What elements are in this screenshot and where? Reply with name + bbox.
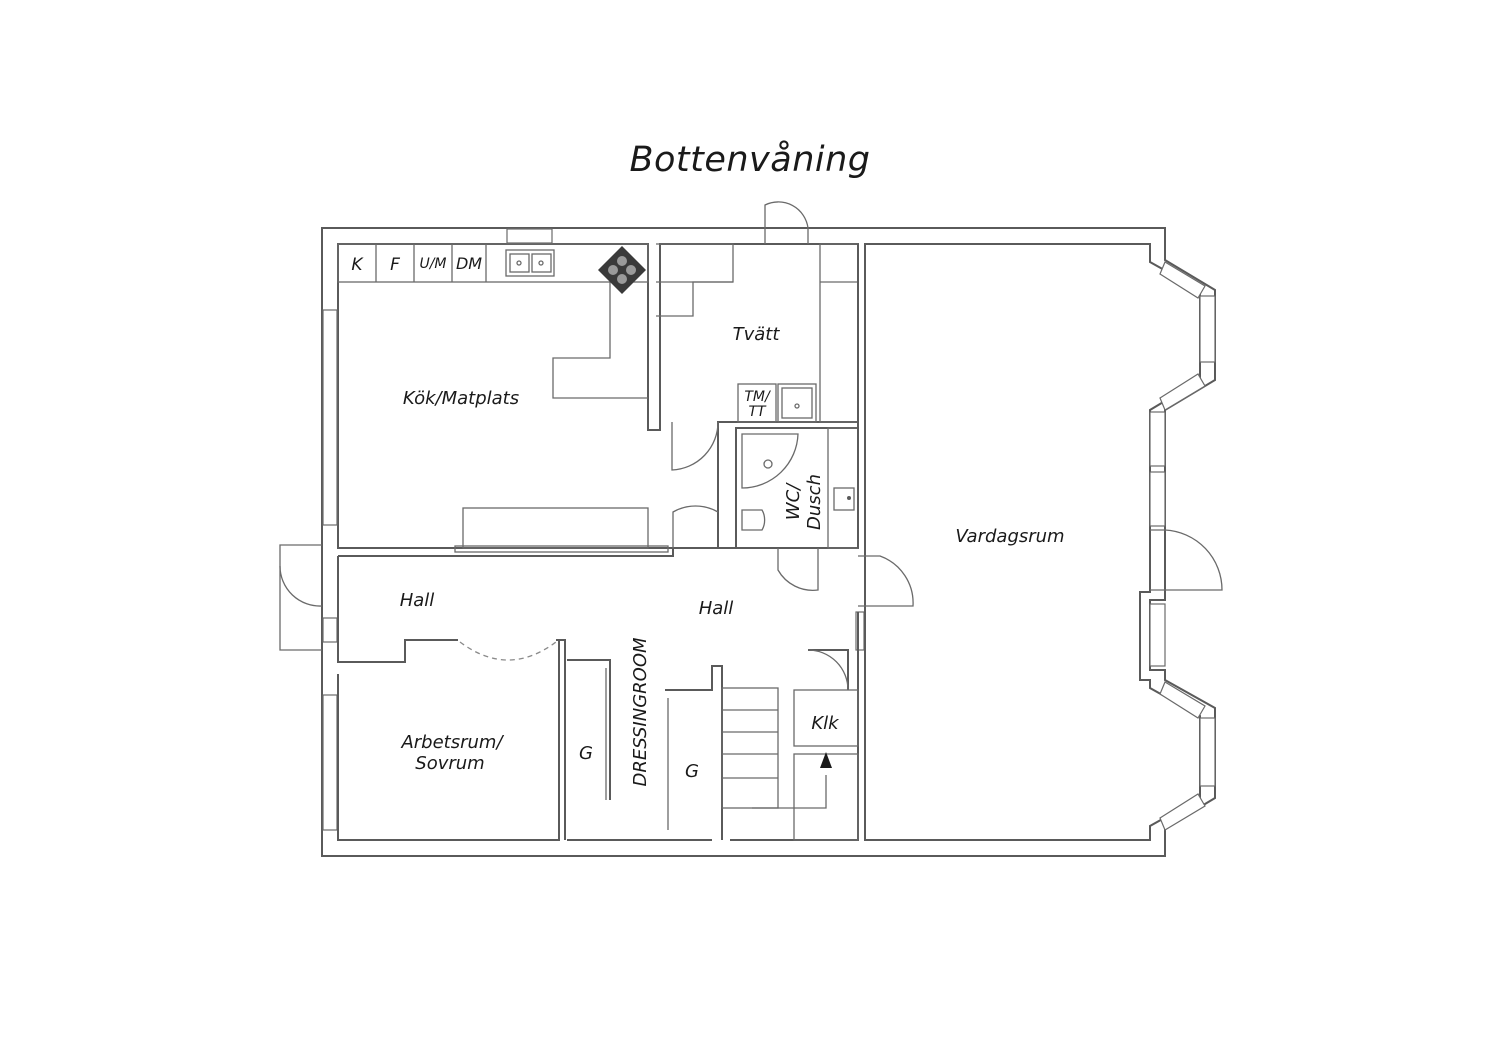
room-label-klk: Klk — [811, 713, 840, 734]
kitchen — [337, 243, 669, 553]
room-label-tvatt: Tvätt — [733, 324, 781, 345]
label-tt: TT — [748, 404, 767, 420]
label-tm: TM/ — [744, 389, 771, 405]
staircase — [721, 687, 859, 841]
stairs-arrow-icon — [820, 752, 832, 768]
label-um: U/M — [419, 256, 446, 272]
laundry — [656, 243, 859, 423]
floor-title: Bottenvåning — [629, 140, 871, 180]
room-label-wc-1: WC/ — [783, 482, 804, 520]
label-f: F — [390, 255, 400, 275]
labels: K F U/M DM TM/ TT Kök/Matplats Tvätt Var… — [351, 254, 1064, 787]
label-g-left: G — [579, 743, 593, 764]
label-dm: DM — [456, 254, 482, 273]
label-k: K — [351, 255, 364, 275]
room-label-kok: Kök/Matplats — [403, 388, 519, 409]
room-label-arbetsrum-2: Sovrum — [415, 753, 484, 774]
room-label-hall-center: Hall — [699, 598, 734, 619]
room-label-wc-2: Dusch — [804, 474, 825, 530]
room-label-vardagsrum: Vardagsrum — [955, 526, 1064, 547]
room-label-hall-left: Hall — [400, 590, 435, 611]
room-label-arbetsrum-1: Arbetsrum/ — [400, 732, 504, 753]
room-label-dressingroom: DRESSINGROOM — [630, 637, 651, 787]
left-windows — [322, 228, 865, 831]
label-g-right: G — [685, 761, 699, 782]
stove-icon — [598, 246, 646, 294]
bay-windows — [1149, 261, 1216, 831]
